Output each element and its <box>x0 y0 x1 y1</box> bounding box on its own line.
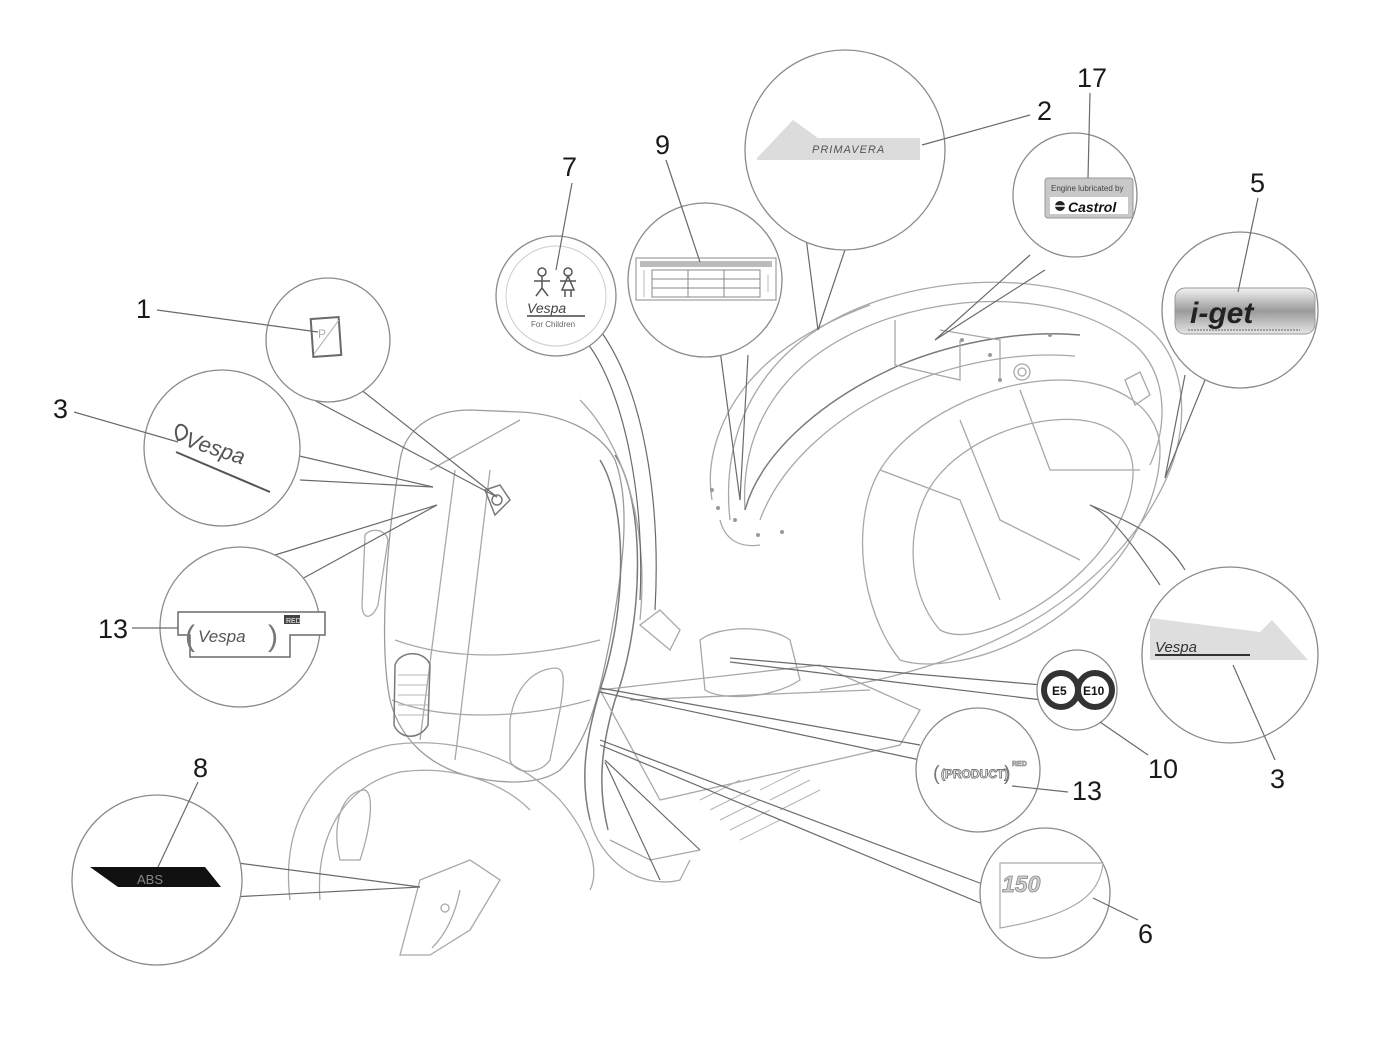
callout-1[interactable]: P 1 <box>136 277 498 498</box>
callout-10[interactable]: E5 E10 10 <box>729 649 1178 784</box>
callout-7[interactable]: Vespa For Children 7 <box>495 152 657 611</box>
callout-number: 7 <box>562 152 577 182</box>
decal-text: (PRODUCT) <box>941 767 1008 781</box>
primavera-plate-decal: PRIMAVERA <box>757 120 920 160</box>
decal-text: ABS <box>137 872 163 887</box>
decal-text: Vespa <box>527 300 566 316</box>
rim-bolts <box>710 333 1052 537</box>
callout-13[interactable]: ( ) (PRODUCT) RED 13 <box>599 687 1102 833</box>
callout-number: 3 <box>53 394 68 424</box>
callout-number: 1 <box>136 294 151 324</box>
decal-text: Vespa <box>1155 639 1197 656</box>
callout-5[interactable]: i-get 5 <box>1161 168 1319 479</box>
callout-14[interactable]: ( ) Vespa RED 13 <box>98 504 438 708</box>
callout-number: 3 <box>1270 764 1285 794</box>
callout-number: 9 <box>655 130 670 160</box>
tyre-pressure-table-decal <box>635 257 777 301</box>
svg-text:): ) <box>1004 763 1011 785</box>
callout-number: 13 <box>1072 776 1102 806</box>
callout-9[interactable]: 9 <box>627 130 783 501</box>
decal-text: PRIMAVERA <box>812 144 885 156</box>
svg-text:(: ( <box>933 763 940 785</box>
svg-text:P: P <box>318 327 326 341</box>
callout-number: 8 <box>193 753 208 783</box>
callout-number: 17 <box>1077 63 1107 93</box>
callout-number: 6 <box>1138 919 1153 949</box>
decal-text: i-get <box>1190 297 1255 330</box>
callout-4[interactable]: Vespa 3 <box>53 369 434 527</box>
decal-text-e5: E5 <box>1052 684 1067 698</box>
callout-17[interactable]: Engine lubricated by Castrol 17 <box>934 63 1138 341</box>
product-red-decal: ( ) (PRODUCT) RED <box>933 761 1027 785</box>
callout-2[interactable]: PRIMAVERA 2 <box>744 49 1052 331</box>
vespa-for-children-decal: Vespa For Children <box>527 267 585 329</box>
svg-text:): ) <box>268 620 278 653</box>
callout-number: 13 <box>98 614 128 644</box>
decal-text-e10: E10 <box>1083 684 1105 698</box>
callout-number: 5 <box>1250 168 1265 198</box>
decal-superscript: RED <box>286 618 301 625</box>
fuel-compatibility-decal: E5 E10 <box>1041 670 1115 710</box>
callout-3[interactable]: Vespa 3 <box>1089 504 1319 794</box>
scooter-body-drawing <box>287 281 1183 956</box>
decal-text-top: Engine lubricated by <box>1051 184 1124 193</box>
abs-plate-decal: ABS <box>90 867 221 887</box>
callout-8[interactable]: ABS 8 <box>71 753 421 966</box>
decal-text: Vespa <box>198 627 246 646</box>
callout-number: 2 <box>1037 96 1052 126</box>
callout-6[interactable]: 150 6 <box>599 739 1153 959</box>
displacement-plate-decal: 150 <box>999 862 1104 929</box>
castrol-plate-decal: Engine lubricated by Castrol <box>1044 177 1134 219</box>
warning-plate-decal: P <box>309 316 343 358</box>
indicator-ribs <box>398 674 428 716</box>
decal-text: Castrol <box>1068 199 1117 215</box>
vespa-red-emblem-decal: ( ) Vespa RED <box>177 611 326 658</box>
decal-subtext: For Children <box>531 320 575 329</box>
callout-number: 10 <box>1148 754 1178 784</box>
svg-text:(: ( <box>185 620 195 653</box>
vespa-side-plate-decal: Vespa <box>1150 618 1308 660</box>
decal-superscript: RED <box>1012 761 1027 768</box>
i-get-emblem-decal: i-get <box>1174 287 1316 335</box>
decal-text: 150 <box>1002 871 1041 897</box>
